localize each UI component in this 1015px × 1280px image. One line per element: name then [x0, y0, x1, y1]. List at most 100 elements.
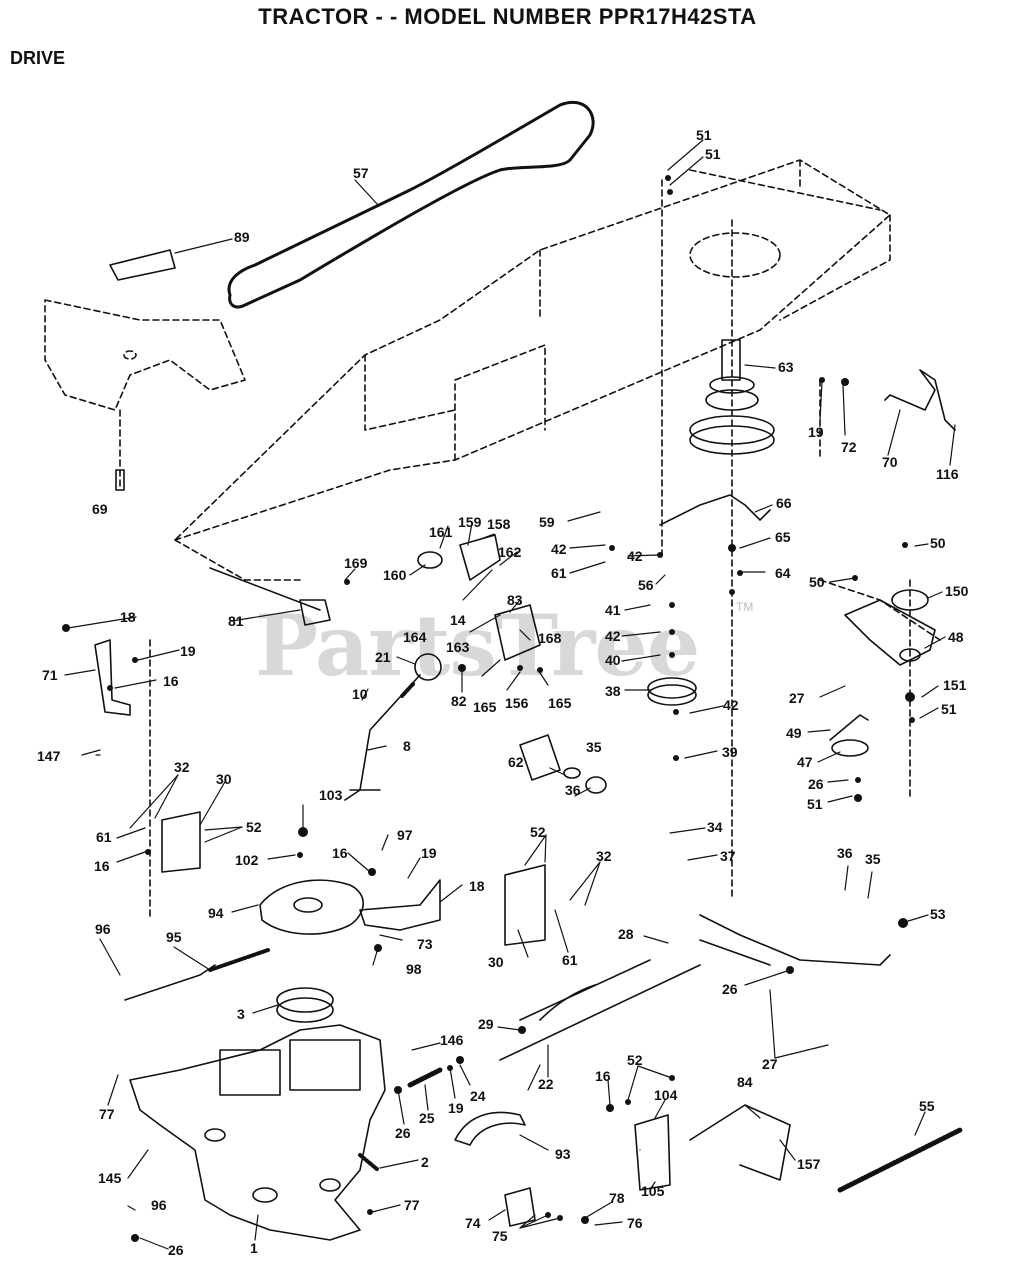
section-title: DRIVE	[10, 48, 66, 68]
callout-37: 37	[720, 848, 736, 864]
callout-30: 30	[488, 954, 504, 970]
drive-belt	[227, 100, 595, 309]
callout-82: 82	[451, 693, 467, 709]
callout-96: 96	[151, 1197, 167, 1213]
callout-145: 145	[98, 1170, 122, 1186]
callout-26: 26	[168, 1242, 184, 1258]
callout-32: 32	[174, 759, 190, 775]
callout-42: 42	[551, 541, 567, 557]
hardware-dots	[62, 175, 915, 1242]
callout-22: 22	[538, 1076, 554, 1092]
callout-73: 73	[417, 936, 433, 952]
callout-38: 38	[605, 683, 621, 699]
callout-98: 98	[406, 961, 422, 977]
brake-bracket	[94, 639, 131, 716]
callout-94: 94	[208, 905, 224, 921]
callout-27: 27	[789, 690, 805, 706]
watermark-trademark: TM	[736, 600, 754, 614]
callout-30: 30	[216, 771, 232, 787]
callout-156: 156	[505, 695, 529, 711]
callout-2: 2	[421, 1154, 429, 1170]
callout-19: 19	[180, 643, 196, 659]
callout-42: 42	[627, 548, 643, 564]
callout-160: 160	[383, 567, 407, 583]
callout-96: 96	[95, 921, 111, 937]
transaxle	[129, 1024, 386, 1241]
callout-52: 52	[246, 819, 262, 835]
callout-18: 18	[120, 609, 136, 625]
callout-14: 14	[450, 612, 466, 628]
callout-61: 61	[562, 952, 578, 968]
callout-51: 51	[705, 146, 721, 162]
callout-165: 165	[548, 695, 572, 711]
callout-56: 56	[638, 577, 654, 593]
callout-47: 47	[797, 754, 813, 770]
callout-157: 157	[797, 1156, 821, 1172]
page-title: TRACTOR - - MODEL NUMBER PPR17H42STA	[258, 4, 757, 29]
dash-bracket	[109, 249, 176, 281]
callout-77: 77	[404, 1197, 420, 1213]
callout-32: 32	[596, 848, 612, 864]
callout-74: 74	[465, 1215, 481, 1231]
callout-78: 78	[609, 1190, 625, 1206]
callout-49: 49	[786, 725, 802, 741]
callout-161: 161	[429, 524, 453, 540]
callout-105: 105	[641, 1183, 665, 1199]
callout-8: 8	[403, 738, 411, 754]
callout-164: 164	[403, 629, 427, 645]
callout-147: 147	[37, 748, 61, 764]
callout-28: 28	[618, 926, 634, 942]
callout-158: 158	[487, 516, 511, 532]
callout-35: 35	[586, 739, 602, 755]
callout-151: 151	[943, 677, 967, 693]
dash-panel	[44, 299, 246, 411]
callout-52: 52	[530, 824, 546, 840]
callout-50: 50	[809, 574, 825, 590]
callout-162: 162	[498, 544, 522, 560]
callout-50: 50	[930, 535, 946, 551]
callout-97: 97	[397, 827, 413, 843]
callout-146: 146	[440, 1032, 464, 1048]
callout-19: 19	[421, 845, 437, 861]
callout-3: 3	[237, 1006, 245, 1022]
callout-150: 150	[945, 583, 969, 599]
callout-34: 34	[707, 819, 723, 835]
callout-48: 48	[948, 629, 964, 645]
callout-93: 93	[555, 1146, 571, 1162]
callout-21: 21	[375, 649, 391, 665]
callout-72: 72	[841, 439, 857, 455]
callout-42: 42	[605, 628, 621, 644]
callout-51: 51	[696, 127, 712, 143]
callout-10: 10	[352, 686, 368, 702]
callout-163: 163	[446, 639, 470, 655]
callout-42: 42	[723, 697, 739, 713]
callout-83: 83	[507, 592, 523, 608]
callout-29: 29	[478, 1016, 494, 1032]
frame	[174, 159, 941, 641]
callout-103: 103	[319, 787, 343, 803]
callout-61: 61	[551, 565, 567, 581]
callout-77: 77	[99, 1106, 115, 1122]
callout-26: 26	[722, 981, 738, 997]
callout-165: 165	[473, 699, 497, 715]
callout-53: 53	[930, 906, 946, 922]
callout-16: 16	[332, 845, 348, 861]
callout-35: 35	[865, 851, 881, 867]
callout-25: 25	[419, 1110, 435, 1126]
callout-26: 26	[808, 776, 824, 792]
callout-65: 65	[775, 529, 791, 545]
callout-55: 55	[919, 1098, 935, 1114]
callout-102: 102	[235, 852, 259, 868]
callout-51: 51	[941, 701, 957, 717]
pulley-assembly	[689, 339, 775, 455]
callout-64: 64	[775, 565, 791, 581]
callout-24: 24	[470, 1088, 486, 1104]
callout-75: 75	[492, 1228, 508, 1244]
callout-57: 57	[353, 165, 369, 181]
callout-16: 16	[595, 1068, 611, 1084]
callout-61: 61	[96, 829, 112, 845]
callout-70: 70	[882, 454, 898, 470]
callout-63: 63	[778, 359, 794, 375]
callout-51: 51	[807, 796, 823, 812]
